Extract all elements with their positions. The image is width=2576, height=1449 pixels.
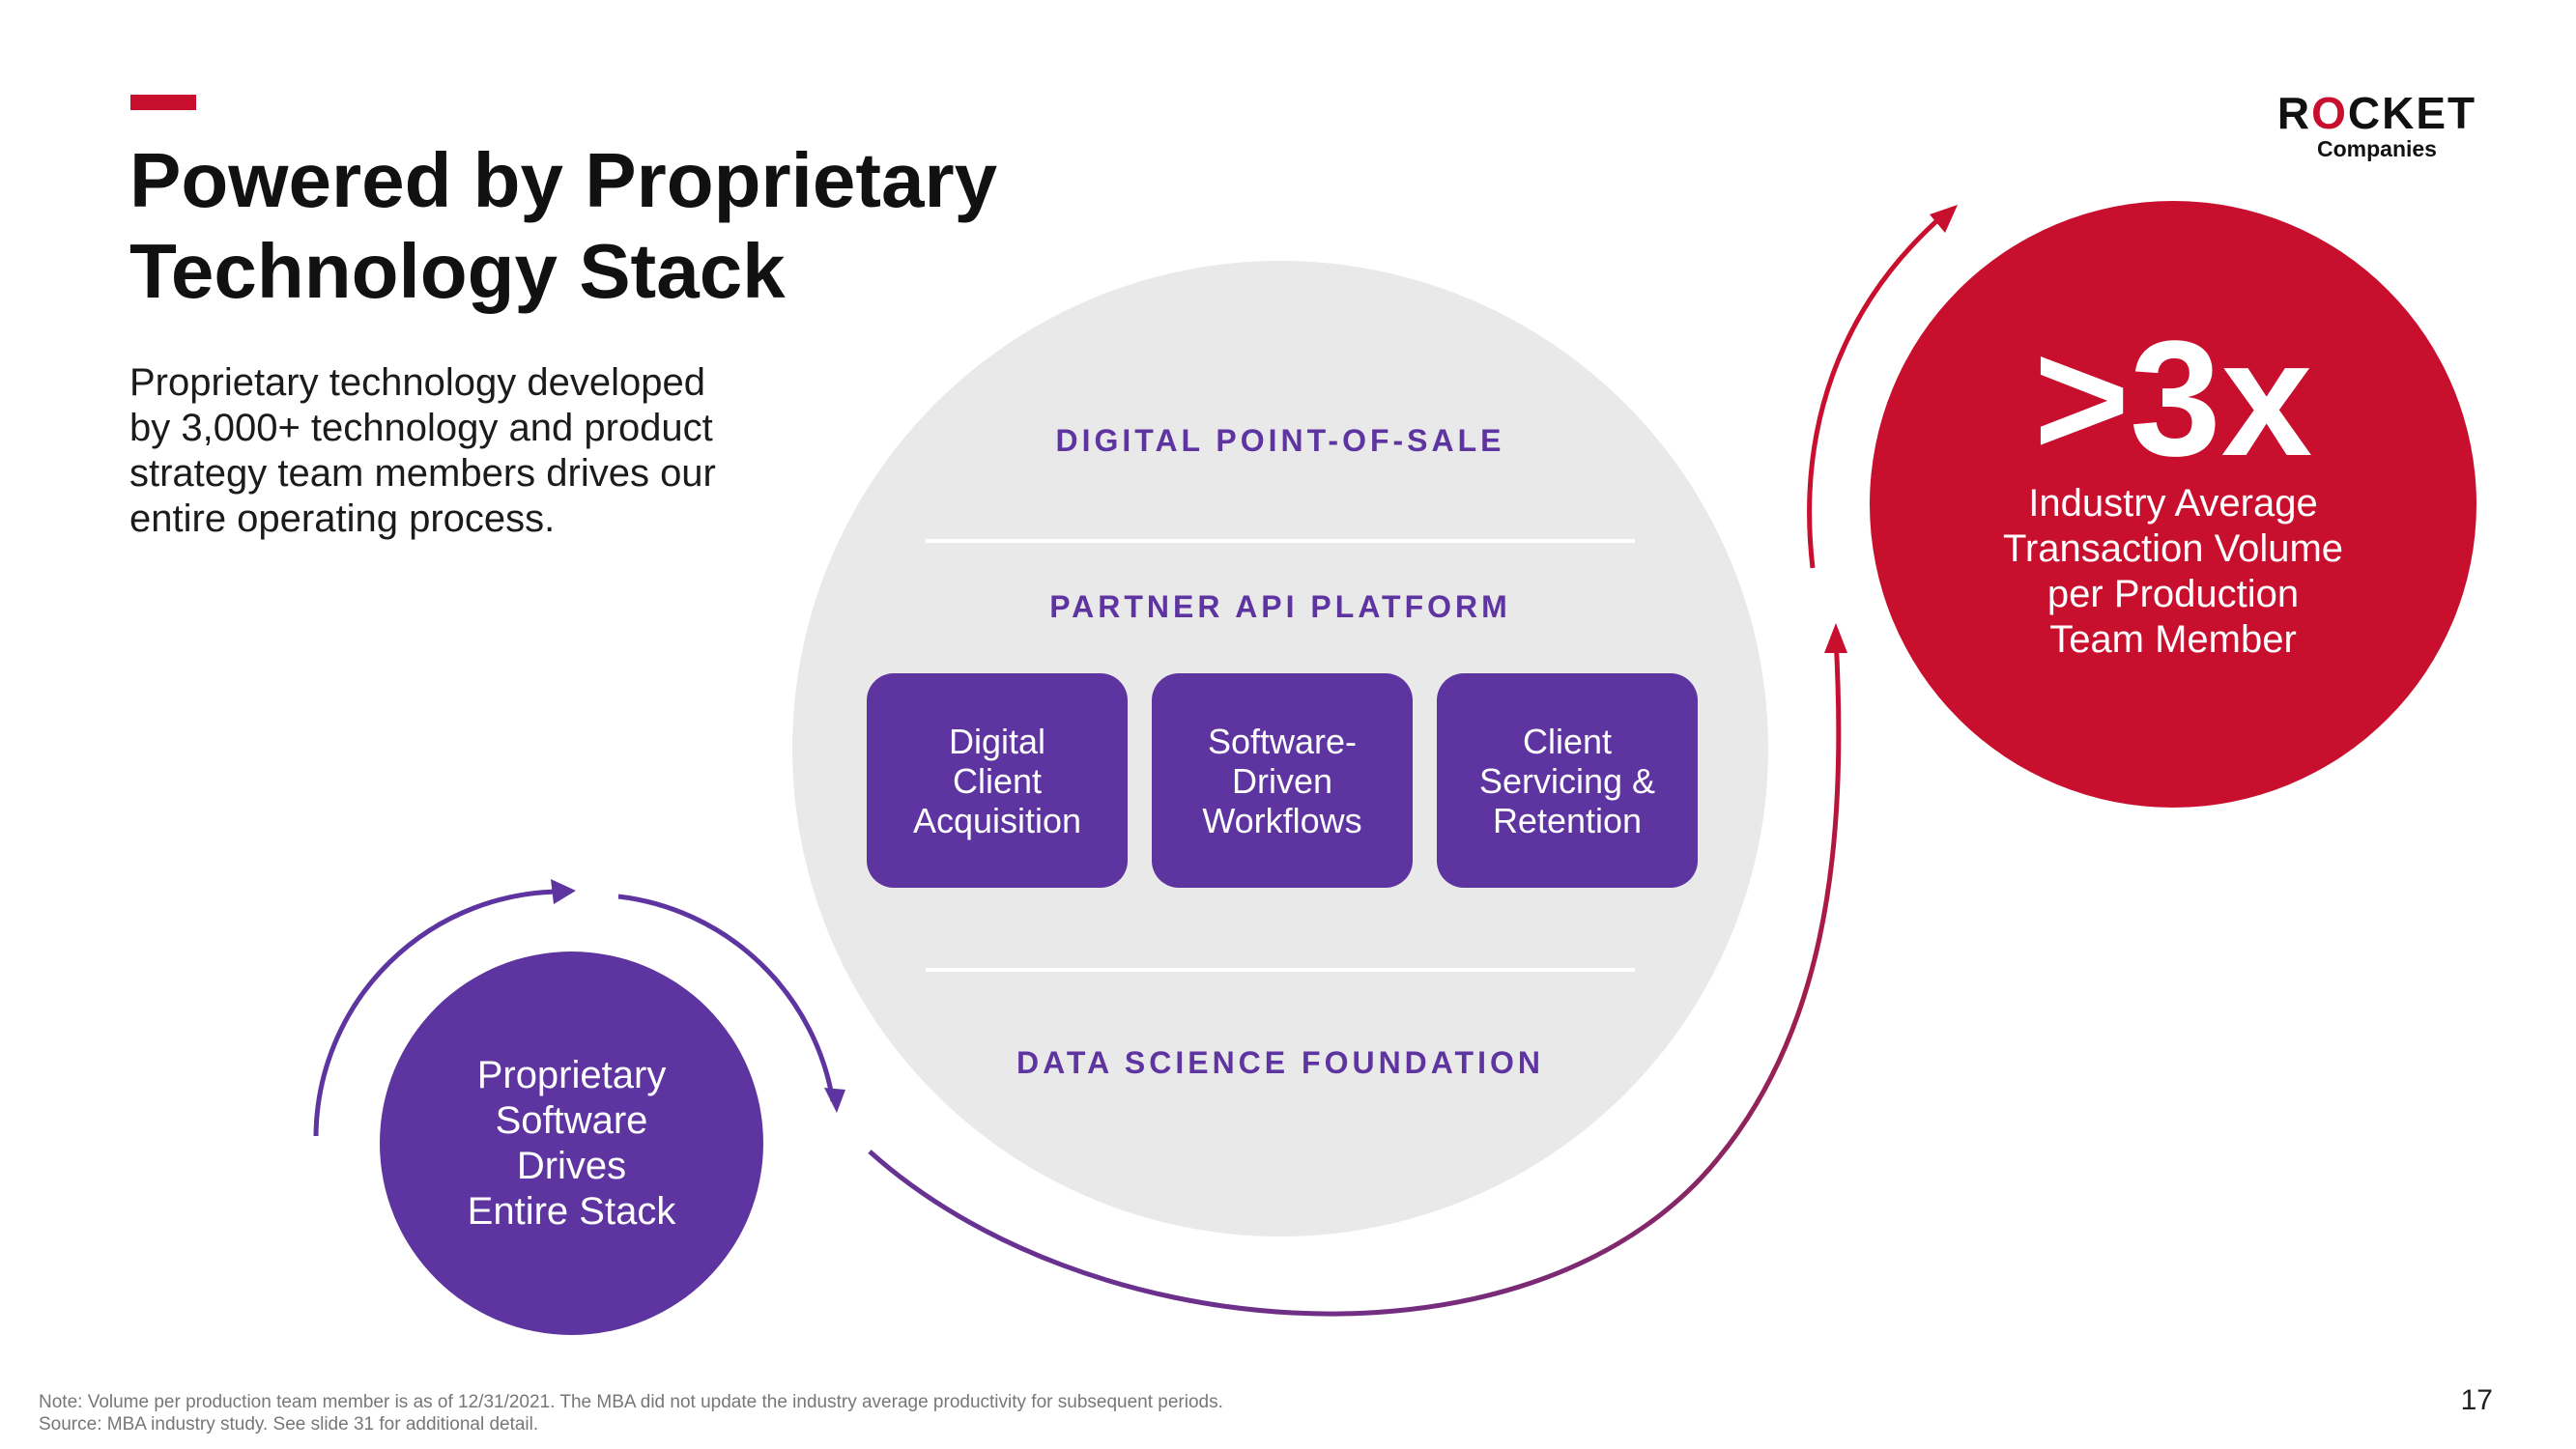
cycle-arrow-left xyxy=(313,889,566,1137)
tile-digital-client-acquisition: Digital Client Acquisition xyxy=(867,673,1128,888)
layer-divider-top xyxy=(926,539,1635,543)
layer-data-science-foundation: DATA SCIENCE FOUNDATION xyxy=(1016,1045,1544,1080)
title-accent-bar xyxy=(130,95,196,110)
footnotes: Note: Volume per production team member … xyxy=(39,1391,1585,1435)
tile-client-servicing-retention: Client Servicing & Retention xyxy=(1437,673,1698,888)
stat-description: Industry Average Transaction Volume per … xyxy=(2002,482,2344,661)
growth-sweep-arrow-bottom xyxy=(868,637,1842,1317)
layer-partner-api-platform: PARTNER API PLATFORM xyxy=(1049,589,1511,624)
growth-arrowhead-top xyxy=(1930,205,1958,233)
cycle-arrowhead-left xyxy=(551,879,576,904)
productivity-stat-circle: >3x Industry Average Transaction Volume … xyxy=(1870,201,2476,808)
footnote-note: Note: Volume per production team member … xyxy=(39,1392,1223,1412)
logo-wordmark: ROCKET xyxy=(2276,88,2477,138)
growth-arrowhead-bottom xyxy=(1824,623,1847,653)
growth-sweep-arrow-top xyxy=(1807,213,1946,569)
slide-title: Powered by Proprietary Technology Stack xyxy=(129,137,998,314)
logo-subtitle: Companies xyxy=(2317,136,2437,161)
rocket-companies-logo: ROCKET Companies xyxy=(2261,89,2493,160)
tile-software-driven-workflows: Software- Driven Workflows xyxy=(1152,673,1413,888)
layer-digital-point-of-sale: DIGITAL POINT-OF-SALE xyxy=(1055,423,1505,458)
proprietary-software-circle: Proprietary Software Drives Entire Stack xyxy=(380,952,763,1335)
footnote-source: Source: MBA industry study. See slide 31… xyxy=(39,1414,539,1435)
intro-paragraph: Proprietary technology developed by 3,00… xyxy=(129,361,716,540)
cycle-arrow-right xyxy=(617,894,836,1102)
page-number: 17 xyxy=(2460,1384,2493,1416)
stat-value: >3x xyxy=(2033,307,2313,491)
cycle-arrowhead-right xyxy=(824,1088,845,1113)
layer-divider-bottom xyxy=(926,968,1635,972)
logo-rocket-o: O xyxy=(2311,88,2348,138)
